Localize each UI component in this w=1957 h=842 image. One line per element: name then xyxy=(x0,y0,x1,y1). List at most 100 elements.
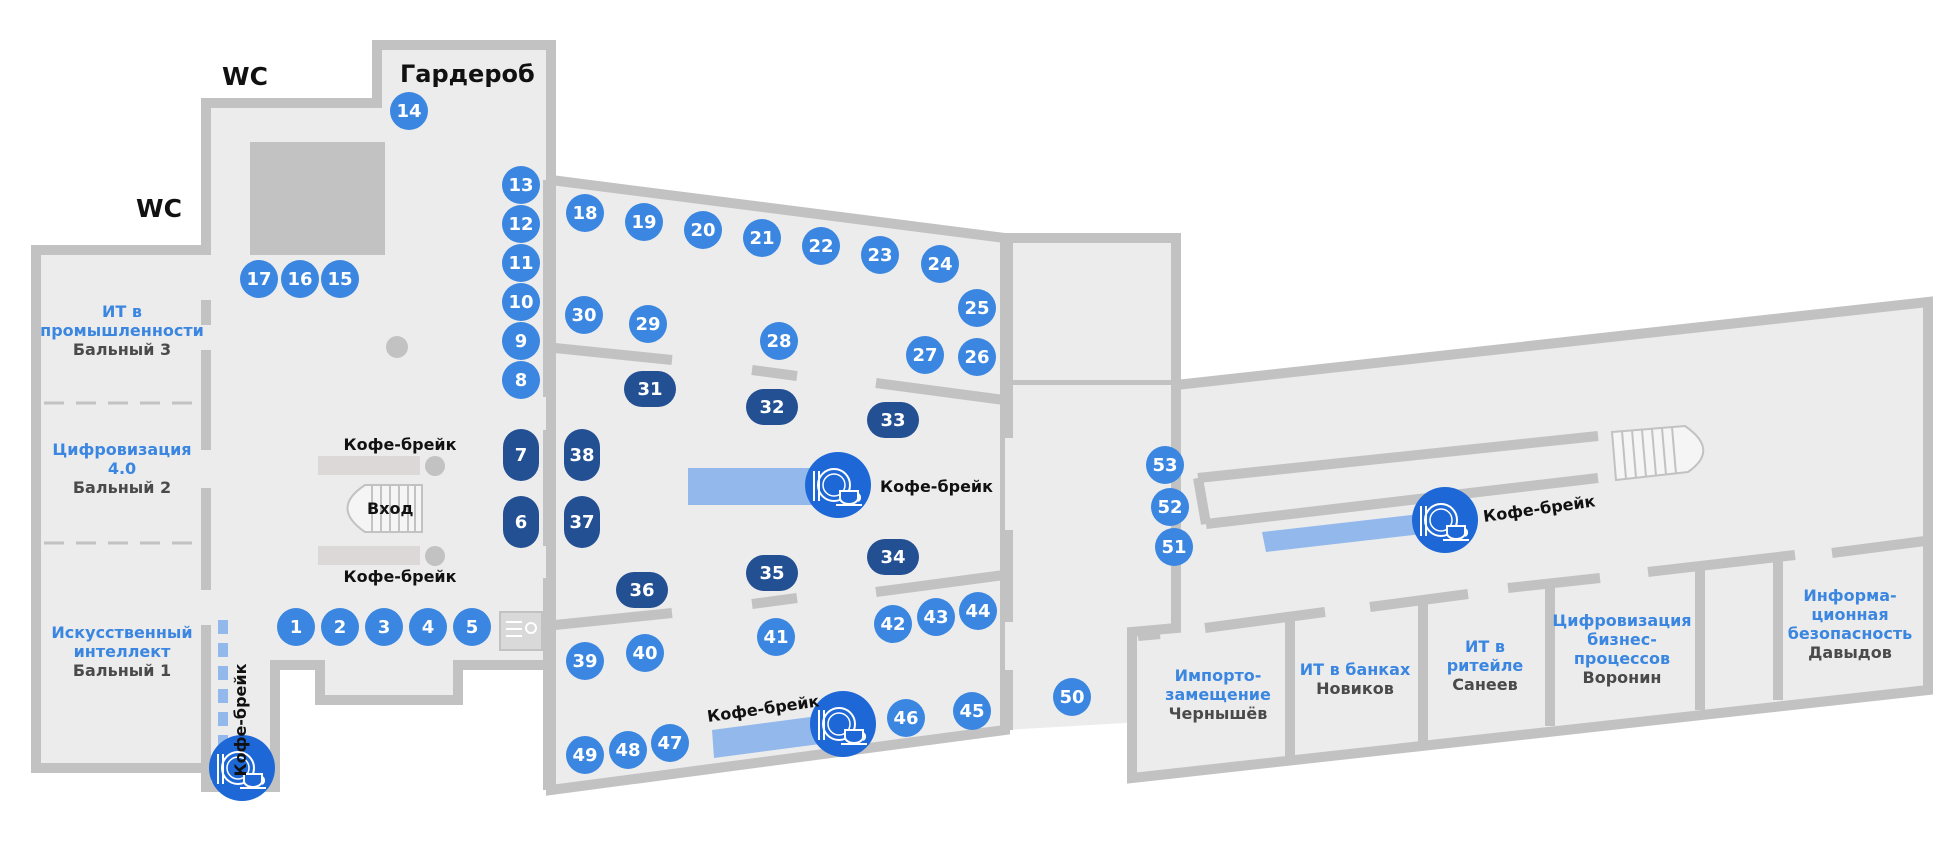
booth-4[interactable]: 4 xyxy=(409,608,447,646)
booth-32[interactable]: 32 xyxy=(746,389,798,425)
booth-number: 24 xyxy=(927,254,952,275)
room-title-line: Цифровизация xyxy=(52,440,191,459)
booth-8[interactable]: 8 xyxy=(502,361,540,399)
walls xyxy=(201,180,1926,790)
cloakroom-label: Гардероб xyxy=(400,60,535,88)
booth-number: 41 xyxy=(763,627,788,648)
booth-49[interactable]: 49 xyxy=(566,736,604,774)
booth-52[interactable]: 52 xyxy=(1151,488,1189,526)
booth-24[interactable]: 24 xyxy=(921,245,959,283)
booth-38[interactable]: 38 xyxy=(564,429,600,481)
booth-20[interactable]: 20 xyxy=(684,211,722,249)
booth-1[interactable]: 1 xyxy=(277,608,315,646)
coffee-break-kb6: Кофе-брейк xyxy=(209,663,275,801)
booth-47[interactable]: 47 xyxy=(651,724,689,762)
booth-40[interactable]: 40 xyxy=(626,634,664,672)
booth-number: 49 xyxy=(572,745,597,766)
room-name: Санеев xyxy=(1452,675,1517,694)
booth-22[interactable]: 22 xyxy=(802,227,840,265)
booth-marker xyxy=(917,598,955,636)
booth-36[interactable]: 36 xyxy=(616,572,668,608)
room-title-line: Цифровизация xyxy=(1552,611,1691,630)
booth-34[interactable]: 34 xyxy=(867,539,919,575)
booth-41[interactable]: 41 xyxy=(757,618,795,656)
booth-marker xyxy=(746,389,798,425)
booth-marker xyxy=(281,260,319,298)
room-title-line: ИТ в банках xyxy=(1300,660,1411,679)
booth-44[interactable]: 44 xyxy=(959,592,997,630)
booth-35[interactable]: 35 xyxy=(746,555,798,591)
booth-10[interactable]: 10 xyxy=(502,283,540,321)
booth-11[interactable]: 11 xyxy=(502,244,540,282)
booth-marker xyxy=(609,731,647,769)
booth-15[interactable]: 15 xyxy=(321,260,359,298)
room-title-line: ционная xyxy=(1811,605,1888,624)
coffee-strip-middle xyxy=(688,468,818,505)
booth-number: 3 xyxy=(378,617,391,638)
booth-6[interactable]: 6 xyxy=(503,496,539,548)
booth-17[interactable]: 17 xyxy=(240,260,278,298)
booth-9[interactable]: 9 xyxy=(502,322,540,360)
booth-number: 25 xyxy=(964,298,989,319)
booth-31[interactable]: 31 xyxy=(624,371,676,407)
booth-marker xyxy=(502,205,540,243)
room-name: Бальный 3 xyxy=(73,340,171,359)
booth-3[interactable]: 3 xyxy=(365,608,403,646)
booth-30[interactable]: 30 xyxy=(565,296,603,334)
booth-45[interactable]: 45 xyxy=(953,692,991,730)
booth-18[interactable]: 18 xyxy=(566,194,604,232)
room-title-line: Информа- xyxy=(1803,586,1896,605)
booth-23[interactable]: 23 xyxy=(861,236,899,274)
wc-label-top: WC xyxy=(222,62,268,91)
room-title-line: 4.0 xyxy=(108,459,136,478)
booth-marker xyxy=(906,336,944,374)
booth-19[interactable]: 19 xyxy=(625,203,663,241)
booth-53[interactable]: 53 xyxy=(1146,446,1184,484)
booth-39[interactable]: 39 xyxy=(566,642,604,680)
booth-2[interactable]: 2 xyxy=(321,608,359,646)
booth-12[interactable]: 12 xyxy=(502,205,540,243)
booth-marker xyxy=(503,429,539,481)
booth-13[interactable]: 13 xyxy=(502,166,540,204)
booth-21[interactable]: 21 xyxy=(743,219,781,257)
booth-43[interactable]: 43 xyxy=(917,598,955,636)
booth-number: 32 xyxy=(759,397,784,418)
booth-5[interactable]: 5 xyxy=(453,608,491,646)
booth-number: 10 xyxy=(508,292,533,313)
booth-16[interactable]: 16 xyxy=(281,260,319,298)
booth-42[interactable]: 42 xyxy=(874,605,912,643)
booth-number: 21 xyxy=(749,228,774,249)
booth-33[interactable]: 33 xyxy=(867,402,919,438)
booth-number: 28 xyxy=(766,331,791,352)
room-name: Новиков xyxy=(1316,679,1394,698)
booth-marker xyxy=(959,592,997,630)
booth-marker xyxy=(624,371,676,407)
area-labels: WC WC Гардероб Вход xyxy=(136,60,535,518)
booth-marker xyxy=(746,555,798,591)
room-name: Чернышёв xyxy=(1169,704,1268,723)
coffee-icon xyxy=(805,452,871,518)
booth-25[interactable]: 25 xyxy=(958,289,996,327)
room-title-line: бизнес- xyxy=(1587,630,1657,649)
booth-number: 14 xyxy=(396,101,421,122)
coffee-break-kb2: Кофе-брейк xyxy=(344,567,457,586)
booth-26[interactable]: 26 xyxy=(958,338,996,376)
booth-27[interactable]: 27 xyxy=(906,336,944,374)
booth-marker xyxy=(616,572,668,608)
booth-37[interactable]: 37 xyxy=(564,496,600,548)
booth-marker xyxy=(566,736,604,774)
booth-50[interactable]: 50 xyxy=(1053,678,1091,716)
booth-14[interactable]: 14 xyxy=(390,92,428,130)
booth-48[interactable]: 48 xyxy=(609,731,647,769)
room-name: Бальный 1 xyxy=(73,661,171,680)
booth-7[interactable]: 7 xyxy=(503,429,539,481)
booth-51[interactable]: 51 xyxy=(1155,528,1193,566)
booth-29[interactable]: 29 xyxy=(629,305,667,343)
booth-number: 34 xyxy=(880,547,905,568)
booth-marker xyxy=(651,724,689,762)
booth-46[interactable]: 46 xyxy=(887,699,925,737)
floor-right-hall xyxy=(1127,296,1933,784)
booth-28[interactable]: 28 xyxy=(760,322,798,360)
